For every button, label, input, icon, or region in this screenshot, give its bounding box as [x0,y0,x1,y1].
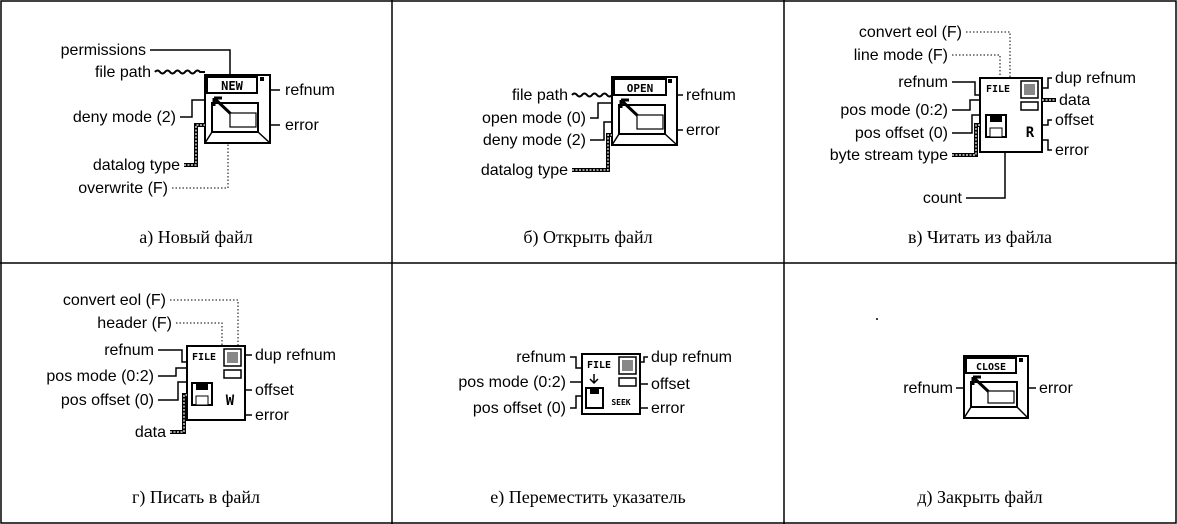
label-count: count [923,190,963,207]
label-refnum: refnum [903,380,953,397]
label-datalog-type: datalog type [481,162,568,179]
label-convert-eol: convert eol (F) [63,292,166,309]
caption-close-file: д) Закрыть файл [917,487,1042,508]
label-header: header (F) [97,315,172,332]
caption-read-file: в) Читать из файла [908,227,1052,248]
write-file-icon: FILE W [186,345,246,421]
write-icon-text: FILE [192,352,216,363]
caption-open-file: б) Открыть файл [523,227,652,248]
cell-open-file: OPEN file path open mode (0) deny mode (… [481,76,736,248]
label-refnum: refnum [516,349,566,366]
cell-new-file: NEW permissions file path deny mode (2) … [61,42,335,248]
cell-seek: FILE SEEK refnum pos mode (0:2) pos offs… [458,349,732,508]
label-refnum: refnum [686,87,736,104]
close-file-icon: CLOSE [963,355,1029,419]
label-pos-offset: pos offset (0) [61,392,154,409]
label-offset: offset [255,382,294,399]
read-icon-text: FILE [986,84,1010,95]
label-pos-offset: pos offset (0) [855,125,948,142]
label-convert-eol: convert eol (F) [859,24,962,41]
label-overwrite: overwrite (F) [78,180,168,197]
label-data: data [135,424,166,441]
label-line-mode: line mode (F) [854,47,948,64]
open-file-icon: OPEN [611,76,678,146]
stray-dot [876,318,878,320]
read-file-icon: FILE R [979,77,1043,153]
label-error: error [1055,142,1089,159]
label-dup-refnum: dup refnum [1055,70,1136,87]
label-permissions: permissions [61,42,146,59]
label-datalog-type: datalog type [93,157,180,174]
label-refnum: refnum [104,342,154,359]
label-refnum: refnum [898,74,948,91]
label-data: data [1059,92,1090,109]
write-icon-letter: W [226,393,235,409]
label-file-path: file path [512,87,568,104]
seek-icon: FILE SEEK [581,353,641,415]
label-offset: offset [1055,112,1094,129]
cell-read-file: FILE R convert eol (F) line mode (F) ref… [830,24,1136,248]
label-error: error [651,400,685,417]
open-icon-text: OPEN [627,82,654,95]
label-offset: offset [651,376,690,393]
label-dup-refnum: dup refnum [651,349,732,366]
seek-icon-text: FILE [587,360,611,371]
label-deny-mode: deny mode (2) [73,109,176,126]
label-file-path: file path [95,64,151,81]
cell-write-file: FILE W convert eol (F) header (F) refnum… [46,292,336,508]
cell-close-file: CLOSE refnum error д) Закрыть файл [876,318,1073,508]
label-error: error [285,117,319,134]
read-icon-letter: R [1026,125,1035,141]
seek-icon-letter: SEEK [611,398,630,407]
label-error: error [255,407,289,424]
label-dup-refnum: dup refnum [255,347,336,364]
label-error: error [686,122,720,139]
label-deny-mode: deny mode (2) [483,132,586,149]
label-open-mode: open mode (0) [482,110,586,127]
label-refnum: refnum [285,82,335,99]
label-pos-mode: pos mode (0:2) [458,374,566,391]
caption-write-file: г) Писать в файл [132,487,260,508]
caption-new-file: а) Новый файл [139,227,252,248]
new-icon-text: NEW [221,79,243,93]
label-pos-mode: pos mode (0:2) [840,102,948,119]
label-error: error [1039,380,1073,397]
close-icon-text: CLOSE [976,362,1006,373]
label-byte-stream-type: byte stream type [830,147,948,164]
new-file-icon: NEW [204,74,271,144]
label-pos-mode: pos mode (0:2) [46,368,154,385]
caption-seek: е) Переместить указатель [490,487,686,508]
label-pos-offset: pos offset (0) [473,400,566,417]
